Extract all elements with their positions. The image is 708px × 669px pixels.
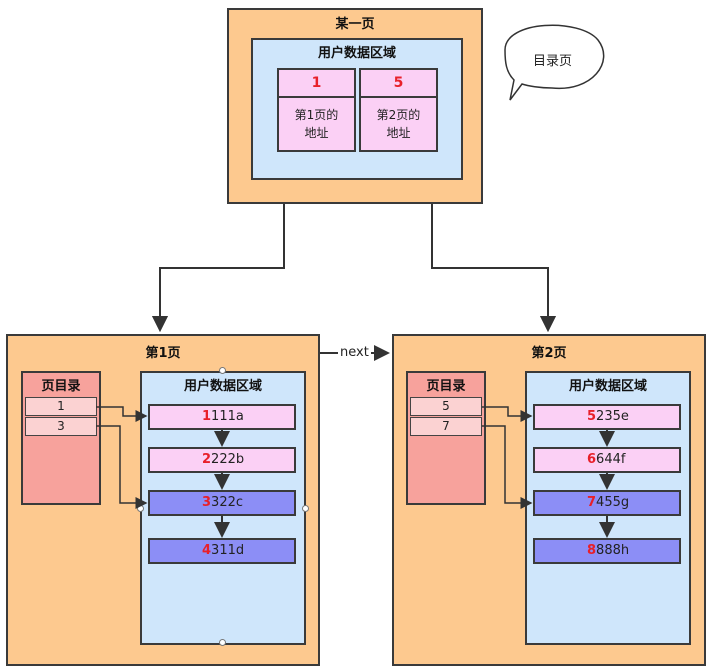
record-key: 8 bbox=[587, 543, 597, 558]
record-row: 4311d bbox=[148, 538, 296, 564]
entry-addr-line2: 地址 bbox=[386, 126, 411, 140]
dir-slot: 1 bbox=[25, 397, 97, 416]
entry-addr-line1: 第1页的 bbox=[294, 108, 339, 122]
record-row: 6644f bbox=[533, 447, 681, 473]
dir-slot: 7 bbox=[410, 417, 482, 436]
page1-area-title: 用户数据区域 bbox=[183, 379, 262, 394]
record-row: 2222b bbox=[148, 447, 296, 473]
record-row: 1111a bbox=[148, 404, 296, 430]
link-top-to-page2 bbox=[431, 204, 556, 332]
dir-entry: 5 第2页的 地址 bbox=[359, 68, 438, 152]
record-row: 5235e bbox=[533, 404, 681, 430]
entry-key: 1 bbox=[311, 75, 322, 91]
page1-title: 第1页 bbox=[145, 346, 181, 361]
link-top-to-page1 bbox=[152, 204, 285, 332]
selection-handle[interactable] bbox=[302, 505, 309, 512]
dir-slot: 5 bbox=[410, 397, 482, 416]
record-value: 455g bbox=[596, 495, 630, 510]
next-label: next bbox=[338, 345, 371, 360]
top-page-title: 某一页 bbox=[335, 17, 375, 32]
top-area-title: 用户数据区域 bbox=[317, 46, 396, 61]
record-key: 4 bbox=[202, 543, 212, 558]
record-value: 111a bbox=[211, 409, 244, 424]
callout-text: 目录页 bbox=[533, 54, 573, 69]
record-value: 311d bbox=[211, 543, 245, 558]
record-key: 3 bbox=[202, 495, 212, 510]
top-page-data-area: 用户数据区域 1 第1页的 地址 5 第2页的 地址 bbox=[251, 38, 463, 180]
record-row: 3322c bbox=[148, 490, 296, 516]
entry-addr-line1: 第2页的 bbox=[376, 108, 421, 122]
selection-handle[interactable] bbox=[137, 505, 144, 512]
record-value: 222b bbox=[211, 452, 245, 467]
dir-entry: 1 第1页的 地址 bbox=[277, 68, 356, 152]
page2-dir-title: 页目录 bbox=[426, 379, 466, 394]
record-key: 1 bbox=[202, 409, 212, 424]
entry-key: 5 bbox=[393, 75, 404, 91]
record-key: 5 bbox=[587, 409, 597, 424]
record-value: 644f bbox=[596, 452, 626, 467]
record-row: 7455g bbox=[533, 490, 681, 516]
dir-slot: 3 bbox=[25, 417, 97, 436]
page2-area-title: 用户数据区域 bbox=[568, 379, 647, 394]
record-row: 8888h bbox=[533, 538, 681, 564]
page1-dir-title: 页目录 bbox=[41, 379, 81, 394]
page1-directory: 页目录 1 3 bbox=[21, 371, 101, 505]
record-key: 7 bbox=[587, 495, 597, 510]
top-page: 某一页 用户数据区域 1 第1页的 地址 5 第2页的 地址 bbox=[227, 8, 483, 204]
record-value: 888h bbox=[596, 543, 630, 558]
record-value: 235e bbox=[596, 409, 629, 424]
record-key: 2 bbox=[202, 452, 212, 467]
selection-handle[interactable] bbox=[219, 639, 226, 646]
entry-addr-line2: 地址 bbox=[304, 126, 329, 140]
record-value: 322c bbox=[211, 495, 244, 510]
record-key: 6 bbox=[587, 452, 597, 467]
selection-handle[interactable] bbox=[219, 367, 226, 374]
page2-directory: 页目录 5 7 bbox=[406, 371, 486, 505]
callout-bubble bbox=[504, 24, 605, 101]
page2-title: 第2页 bbox=[531, 346, 567, 361]
